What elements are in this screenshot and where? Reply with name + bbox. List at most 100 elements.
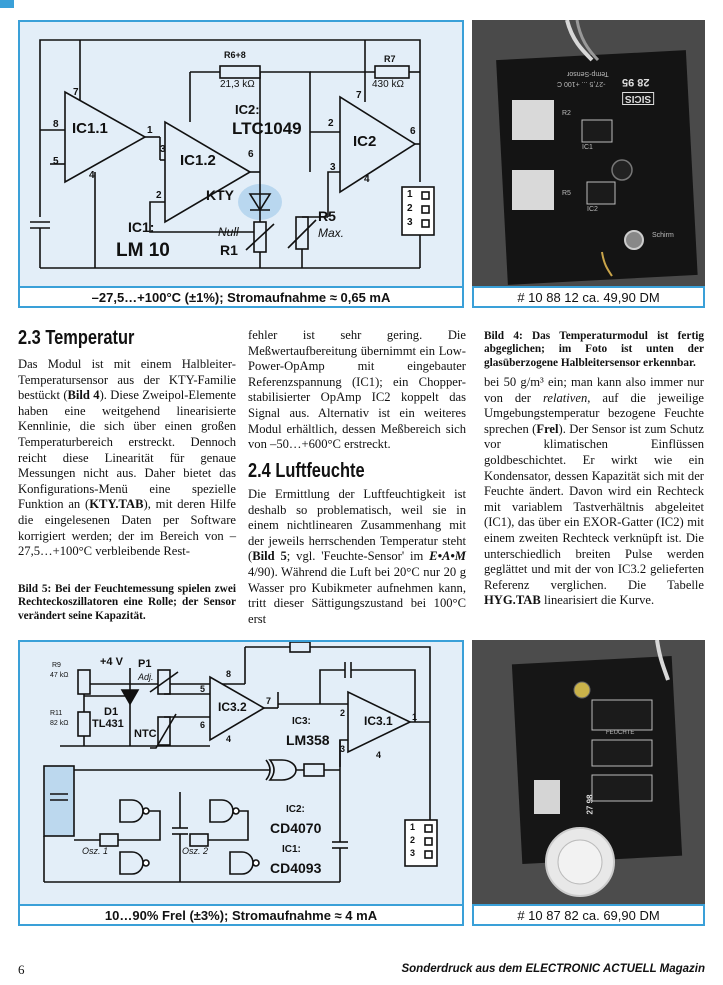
pin-number: 3 (160, 144, 166, 155)
pcb-chip-1 (581, 119, 613, 143)
nand-bubble-1 (142, 807, 150, 815)
connector-pin-2 (424, 837, 433, 846)
label-r68: R6+8 (224, 50, 246, 60)
label-r5: R5 (318, 208, 336, 224)
pin-number: 2 (328, 118, 334, 129)
label-ic1-title: IC1: (128, 219, 155, 235)
pin-number: 3 (340, 744, 346, 754)
label-adj: Adj. (138, 672, 154, 682)
label-ic12: IC1.2 (180, 152, 216, 169)
pin-number: 3 (407, 217, 413, 228)
text-run: bei 50 g/m³ ein; man kann also immer nur… (484, 375, 704, 405)
schematic-temperature-svg (30, 39, 435, 269)
exor-gate (268, 759, 297, 781)
pcb-hole (624, 230, 644, 250)
pin-number: 7 (73, 87, 79, 98)
label-r11: R11 (50, 710, 63, 717)
column-2b: Die Ermittlung der Luftfeuchtigkeit ist … (248, 487, 466, 627)
pin-number: 8 (226, 669, 232, 679)
pin-number: 1 (147, 125, 153, 136)
resistor-osz1 (99, 833, 119, 847)
pin-number: 2 (407, 203, 413, 214)
nand-bubble-4 (252, 859, 260, 867)
label-r7: R7 (384, 54, 396, 64)
text-run: Die Ermittlung der Luftfeuchtigkeit ist … (248, 487, 466, 564)
text-run: ). Der Sensor ist zum Schutz vor klimati… (484, 421, 704, 592)
photo-temperature-svg (472, 20, 705, 288)
label-p1: P1 (138, 658, 152, 670)
pcb-label-ic1: IC1 (582, 144, 593, 151)
label-ic1-type: LM 10 (116, 240, 170, 261)
humidity-sensor-inner (557, 839, 603, 885)
wire-osz2 (208, 810, 249, 841)
footer-source: Sonderdruck aus dem ELECTRONIC ACTUELL M… (401, 963, 705, 975)
pin-number: 4 (89, 170, 95, 181)
connector-pin-1 (421, 191, 430, 200)
pin-number: 4 (376, 750, 382, 760)
pcb-chip-2 (591, 739, 653, 767)
ic32-opamp (209, 675, 266, 742)
paragraph-luftfeuchte-cont: bei 50 g/m³ ein; man kann also immer nur… (484, 375, 704, 609)
page-number: 6 (18, 962, 25, 977)
paragraph-luftfeuchte: Die Ermittlung der Luftfeuchtigkeit ist … (248, 487, 466, 627)
column-1: Das Modul ist mit einem Halbleiter-Tempe… (18, 357, 236, 560)
pcb-label-feuchte: FEUCHTE (606, 730, 635, 736)
pcb-chip-2 (586, 181, 616, 205)
label-r7-value: 430 kΩ (372, 79, 404, 90)
pin-number: 3 (410, 848, 416, 858)
sensor-wire (601, 251, 613, 277)
label-ntc: NTC (134, 728, 157, 740)
label-ic1-title: IC1: (282, 844, 301, 855)
humidity-sensor (43, 765, 75, 837)
pcb-label-r5: R5 (562, 190, 571, 197)
schematic-humidity-svg (43, 642, 438, 883)
text-run: ; vgl. 'Feuchte-Sensor' im (286, 549, 430, 564)
label-ic2-title: IC2: (286, 804, 305, 815)
nand-gate-1 (119, 799, 144, 823)
label-kty: KTY (206, 187, 234, 203)
pcb-pad-1 (512, 100, 554, 140)
label-ic3-title: IC3: (292, 716, 311, 727)
resistor-r68 (219, 65, 261, 79)
caption-temperature-spec: –27,5…+100°C (±1%); Stromaufnahme ≈ 0,65… (18, 286, 464, 308)
paragraph-temperatur-cont: fehler ist sehr gering. Die Meßwertaufbe… (248, 328, 466, 453)
pin-number: 7 (356, 90, 362, 101)
label-null: Null (218, 225, 239, 239)
pcb-label-r2: R2 (562, 110, 571, 117)
column-2: fehler ist sehr gering. Die Meßwertaufbe… (248, 328, 466, 453)
nand-gate-3 (209, 799, 234, 823)
wire-top-right-2 (310, 646, 431, 852)
label-ic11: IC1.1 (72, 120, 108, 137)
nand-bubble-2 (142, 859, 150, 867)
label-v4: +4 V (100, 656, 123, 668)
pcb-chip-3 (591, 774, 653, 802)
label-ic3-type: LM358 (286, 732, 330, 748)
text-run: Das Modul ist mit einem Halbleiter-Tempe… (18, 357, 236, 403)
photo-temperature-module: 28 95 SICIS Temp-Sensor -27,5 ... +100 C… (472, 20, 705, 288)
text-run: fehler ist sehr gering. Die Meßwertaufbe… (248, 328, 466, 452)
ic2-opamp (339, 95, 417, 194)
pcb-pad (534, 780, 560, 814)
photo-humidity-svg (472, 640, 705, 904)
wire-ic2-pin3 (327, 171, 340, 217)
pin-number: 8 (53, 119, 59, 130)
wire-osz1 (118, 810, 161, 841)
column-3: bei 50 g/m³ ein; man kann also immer nur… (484, 375, 704, 609)
connector-pin-2 (421, 205, 430, 214)
wire-top-rail (39, 39, 421, 217)
text-run: E•A•M (429, 549, 466, 564)
connector-pin-1 (424, 824, 433, 833)
ic12-opamp (164, 120, 252, 224)
label-r1: R1 (220, 242, 238, 258)
pin-number: 2 (156, 190, 162, 201)
label-r9: R9 (52, 662, 61, 669)
label-ic32: IC3.2 (218, 700, 247, 714)
pin-number: 6 (410, 126, 416, 137)
wire-ic31-cap (319, 669, 345, 704)
schematic-humidity: +4 V R9 47 kΩ R11 82 kΩ D1 TL431 P1 Adj.… (18, 640, 464, 906)
kty-symbol (248, 193, 272, 212)
corner-marker (0, 0, 14, 8)
resistor-r9 (77, 669, 91, 695)
label-ic1-type: CD4093 (270, 860, 322, 876)
cable-2 (575, 20, 600, 62)
